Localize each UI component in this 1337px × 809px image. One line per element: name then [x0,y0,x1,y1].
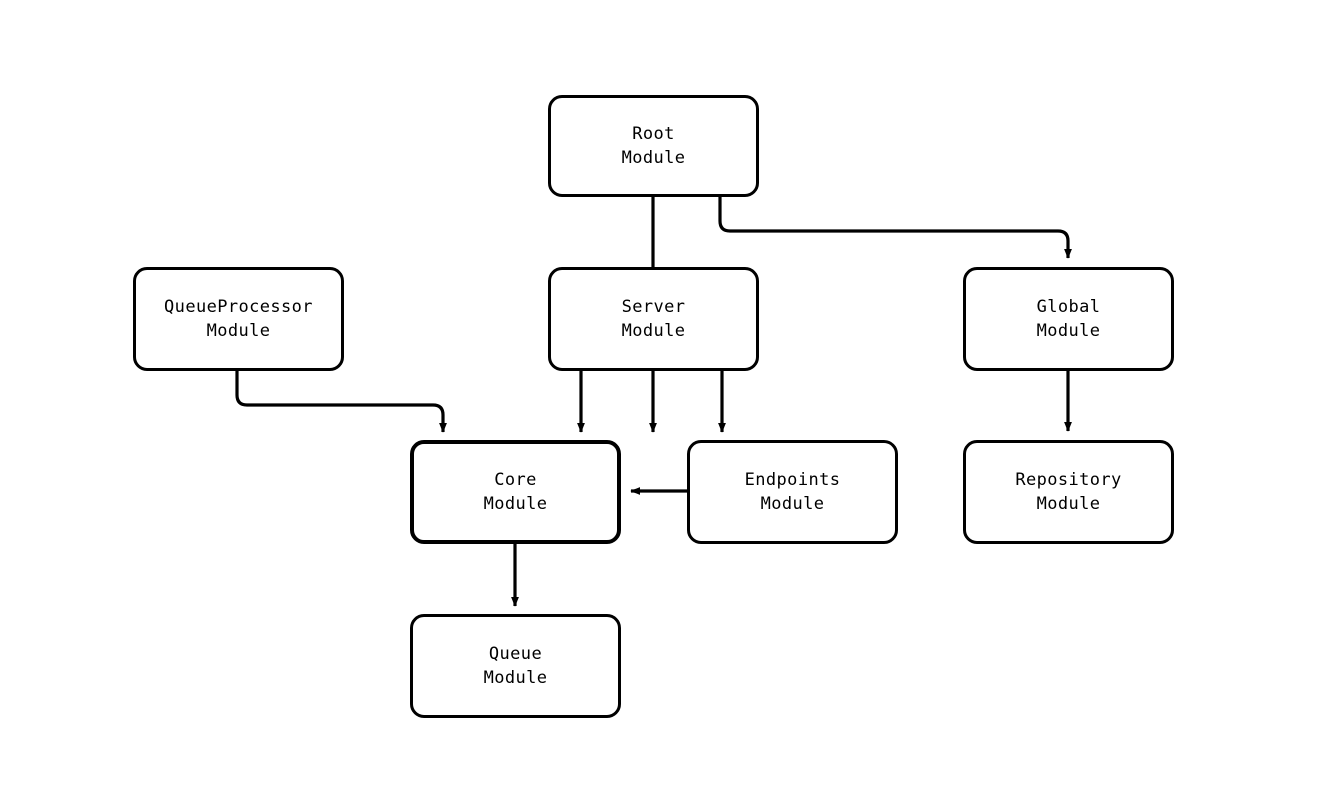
node-global-title: Global [1036,296,1101,317]
node-queueprocessor-title: QueueProcessor [164,296,313,317]
node-repository-subtitle: Module [1036,494,1101,514]
node-core-title: Core [494,469,537,490]
node-queue-title: Queue [488,643,543,664]
node-core-subtitle: Module [483,494,548,514]
node-root-title: Root [632,123,675,144]
node-queueprocessor-subtitle: Module [206,321,271,341]
node-queue-subtitle: Module [483,668,548,688]
node-server-title: Server [621,296,686,317]
node-server-subtitle: Module [621,321,686,341]
node-global-subtitle: Module [1036,321,1101,341]
edge-root-to-global [718,197,1072,259]
edge-queueprocessor-to-core [235,371,447,433]
node-root-subtitle: Module [621,148,686,168]
node-repository-title: Repository [1015,469,1122,490]
node-endpoints-title: Endpoints [744,469,841,490]
node-endpoints-subtitle: Module [760,494,825,514]
edge-group [235,197,1072,607]
